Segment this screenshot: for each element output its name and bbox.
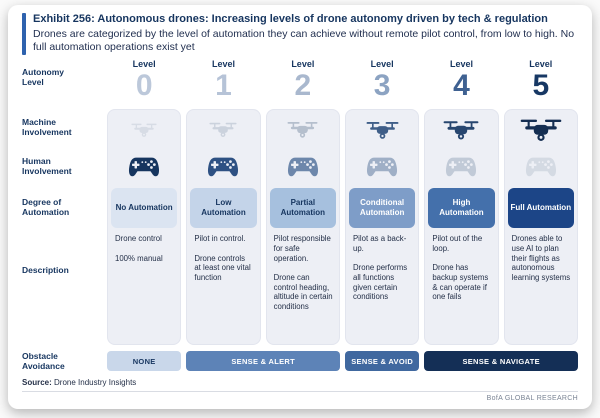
obstacle-segment-none: NONE: [107, 351, 182, 372]
game-controller-icon: [190, 146, 256, 188]
game-controller-icon: [270, 146, 336, 188]
level-column-4: Level 4 High Automation Pilot out of the…: [424, 59, 499, 346]
level-column-0: Level 0 No Automation Drone control 100%…: [107, 59, 182, 346]
game-controller-icon: [349, 146, 415, 188]
level-label: Level: [211, 59, 235, 70]
level-label: Level: [449, 59, 473, 70]
level-column-5: Level 5 Full Automation Drones able to u…: [503, 59, 578, 346]
drone-icon: [270, 114, 336, 146]
degree-of-automation-badge: High Automation: [428, 188, 495, 229]
level-panel-1: Low Automation Pilot in control. Drone c…: [186, 109, 261, 346]
level-description: Pilot in control. Drone controls at leas…: [194, 234, 251, 282]
drone-icon: [508, 114, 574, 146]
level-column-3: Level 3 Conditional Automation Pilot as …: [344, 59, 420, 346]
game-controller-icon: [428, 146, 494, 188]
game-controller-icon: [111, 146, 177, 188]
obstacle-segment-sense-avoid: SENSE & AVOID: [345, 351, 420, 372]
level-panel-4: High Automation Pilot out of the loop. D…: [424, 109, 499, 346]
exhibit-subtitle: Drones are categorized by the level of a…: [33, 27, 575, 54]
level-description: Pilot out of the loop. Drone has backup …: [432, 234, 489, 302]
level-number: 1: [215, 69, 232, 103]
degree-of-automation-badge: Partial Automation: [269, 188, 336, 229]
row-label-description: Description: [22, 265, 69, 276]
level-number: 3: [373, 69, 391, 103]
header-text: Exhibit 256: Autonomous drones: Increasi…: [33, 13, 578, 55]
level-description: Drones able to use AI to plan their flig…: [511, 234, 571, 282]
level-panel-2: Partial Automation Pilot responsible for…: [265, 109, 340, 346]
level-column-2: Level 2 Partial Automation Pilot respons…: [265, 59, 340, 346]
row-label-degree-of-automation: Degree of Automation: [22, 196, 70, 218]
level-header-1: Level 1: [186, 59, 260, 109]
source-text: Drone Industry Insights: [54, 378, 137, 388]
row-label-autonomy-level: Autonomy Level: [22, 67, 65, 88]
level-header-4: Level 4: [424, 59, 498, 109]
degree-of-automation-badge: Full Automation: [507, 188, 574, 229]
row-label-human-involvement: Human Involvement: [22, 155, 72, 177]
level-header-3: Level 3: [345, 59, 419, 109]
degree-of-automation-badge: No Automation: [111, 188, 178, 229]
obstacle-segment-sense-navigate: SENSE & NAVIGATE: [424, 351, 578, 372]
bofa-global-research-brand: BofA GLOBAL RESEARCH: [486, 395, 578, 403]
level-panel-5: Full Automation Drones able to use AI to…: [503, 109, 578, 346]
level-panel-3: Conditional Automation Pilot as a back-u…: [344, 109, 420, 346]
game-controller-icon: [508, 146, 574, 188]
obstacle-avoidance-row: Obstacle Avoidance NONE SENSE & ALERT SE…: [22, 351, 578, 371]
level-number: 4: [453, 69, 470, 103]
level-header-5: Level 5: [504, 59, 578, 109]
footer: Source: Drone Industry Insights BofA GLO…: [22, 378, 578, 402]
level-header-0: Level 0: [107, 59, 181, 109]
exhibit-header: Exhibit 256: Autonomous drones: Increasi…: [22, 13, 578, 56]
row-label-obstacle-avoidance: Obstacle Avoidance: [22, 351, 65, 372]
drone-icon: [190, 114, 256, 146]
level-label: Level: [529, 59, 553, 70]
accent-bar: [22, 13, 26, 56]
drone-icon: [428, 114, 494, 146]
level-number: 2: [294, 69, 312, 103]
degree-of-automation-badge: Low Automation: [190, 188, 257, 229]
level-description: Pilot as a back-up. Drone performs all f…: [352, 234, 408, 302]
level-panel-0: No Automation Drone control 100% manual: [107, 109, 182, 346]
source-line: Source: Drone Industry Insights: [22, 378, 578, 387]
level-number: 5: [532, 69, 550, 103]
source-label: Source:: [22, 378, 52, 388]
level-label: Level: [291, 59, 315, 70]
level-number: 0: [135, 69, 153, 103]
level-description: Pilot responsible for safe operation. Dr…: [273, 234, 333, 312]
row-labels-column: Autonomy Level Machine Involvement Human…: [22, 59, 102, 345]
level-column-1: Level 1 Low Automation Pilot in control.…: [186, 59, 261, 346]
autonomy-levels-diagram: Autonomy Level Machine Involvement Human…: [22, 59, 578, 346]
degree-of-automation-badge: Conditional Automation: [348, 188, 416, 229]
level-description: Drone control 100% manual: [115, 234, 163, 263]
drone-icon: [111, 114, 177, 146]
level-header-2: Level 2: [266, 59, 340, 109]
level-label: Level: [370, 59, 394, 70]
drone-icon: [349, 114, 415, 146]
row-label-machine-involvement: Machine Involvement: [22, 116, 72, 138]
exhibit-title: Exhibit 256: Autonomous drones: Increasi…: [33, 13, 548, 25]
level-label: Level: [132, 59, 156, 70]
footer-divider: [22, 391, 578, 393]
obstacle-segment-sense-alert: SENSE & ALERT: [186, 351, 340, 372]
exhibit-card: Exhibit 256: Autonomous drones: Increasi…: [8, 5, 592, 409]
